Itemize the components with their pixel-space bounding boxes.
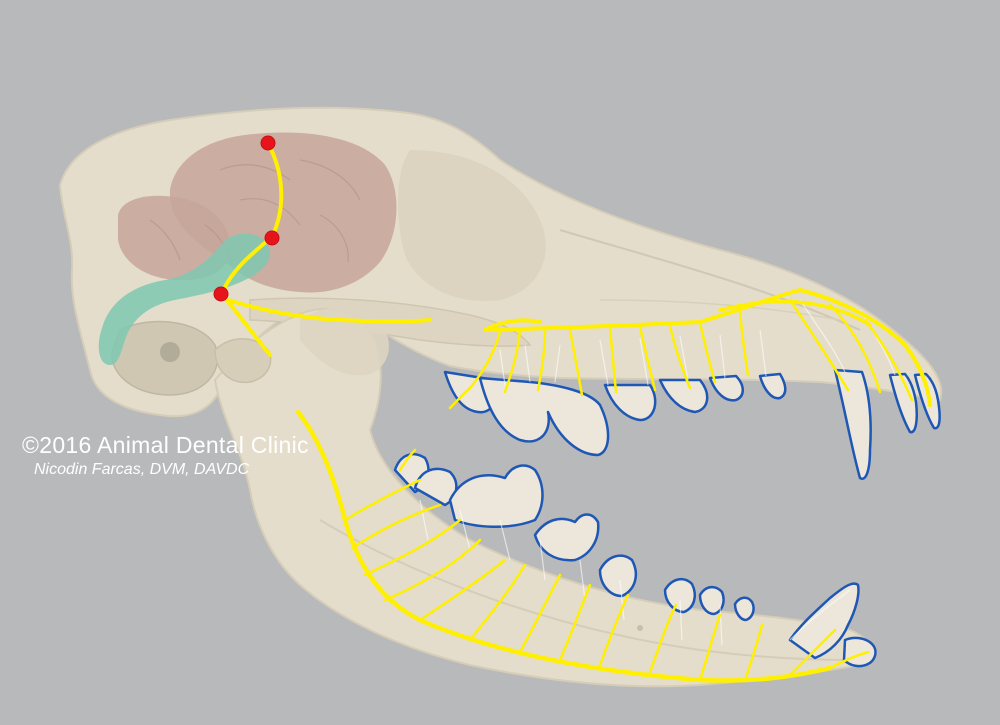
cerebellum xyxy=(118,195,231,281)
maxillary-nerve-proximal xyxy=(483,318,542,332)
brain xyxy=(98,132,397,365)
lower-premolar-1 xyxy=(698,585,725,616)
author-text: Nicodin Farcas, DVM, DAVDC xyxy=(34,461,250,478)
mandibular-condyle xyxy=(214,338,272,384)
inferior-alveolar-nerve xyxy=(295,409,833,683)
copyright-text: ©2016 Animal Dental Clinic xyxy=(22,432,309,458)
lower-canine xyxy=(788,582,860,660)
mandibular-dental-branches xyxy=(343,448,870,682)
maxillary-nerve-branch xyxy=(718,299,872,327)
ear-canal xyxy=(160,342,180,362)
upper-premolar-2 xyxy=(658,378,709,414)
upper-canine xyxy=(833,368,872,481)
maxillary-dental-branches xyxy=(448,298,914,410)
upper-premolar-3 xyxy=(603,383,657,422)
tooth-roots xyxy=(419,299,896,646)
upper-carnassial xyxy=(478,376,610,457)
upper-premolar-1 xyxy=(708,374,744,402)
lower-teeth xyxy=(393,453,877,668)
maxillary-branch-stem xyxy=(226,298,432,324)
pontine-nucleus-dot xyxy=(264,230,280,246)
mental-foramen xyxy=(637,625,643,631)
nasal-contour xyxy=(559,229,861,331)
lower-carnassial xyxy=(448,464,544,528)
lower-premolar-4 xyxy=(533,513,600,562)
lower-premolar-3 xyxy=(598,554,638,598)
copyright-credit: ©2016 Animal Dental Clinic Nicodin Farca… xyxy=(22,430,309,480)
upper-incisor-2 xyxy=(913,372,941,430)
orbit-shadow xyxy=(398,150,546,301)
lower-small-premolar xyxy=(733,596,755,622)
upper-small-premolar xyxy=(758,372,787,400)
coronoid-process xyxy=(300,307,389,376)
trigeminal-ganglion-dot xyxy=(213,286,229,302)
infraorbital-nerve xyxy=(483,288,802,332)
mandibular-canal-contour xyxy=(319,519,851,661)
mandible xyxy=(213,307,873,688)
upper-teeth xyxy=(443,368,941,481)
lower-incisors xyxy=(842,636,877,668)
nuclei xyxy=(213,135,280,302)
nerves xyxy=(220,141,932,683)
maxillary-nerve-rostral xyxy=(798,288,932,407)
lower-premolar-2 xyxy=(663,577,696,614)
brainstem xyxy=(98,233,270,365)
upper-incisor-1 xyxy=(888,372,918,434)
mesencephalic-nucleus-dot xyxy=(260,135,276,151)
